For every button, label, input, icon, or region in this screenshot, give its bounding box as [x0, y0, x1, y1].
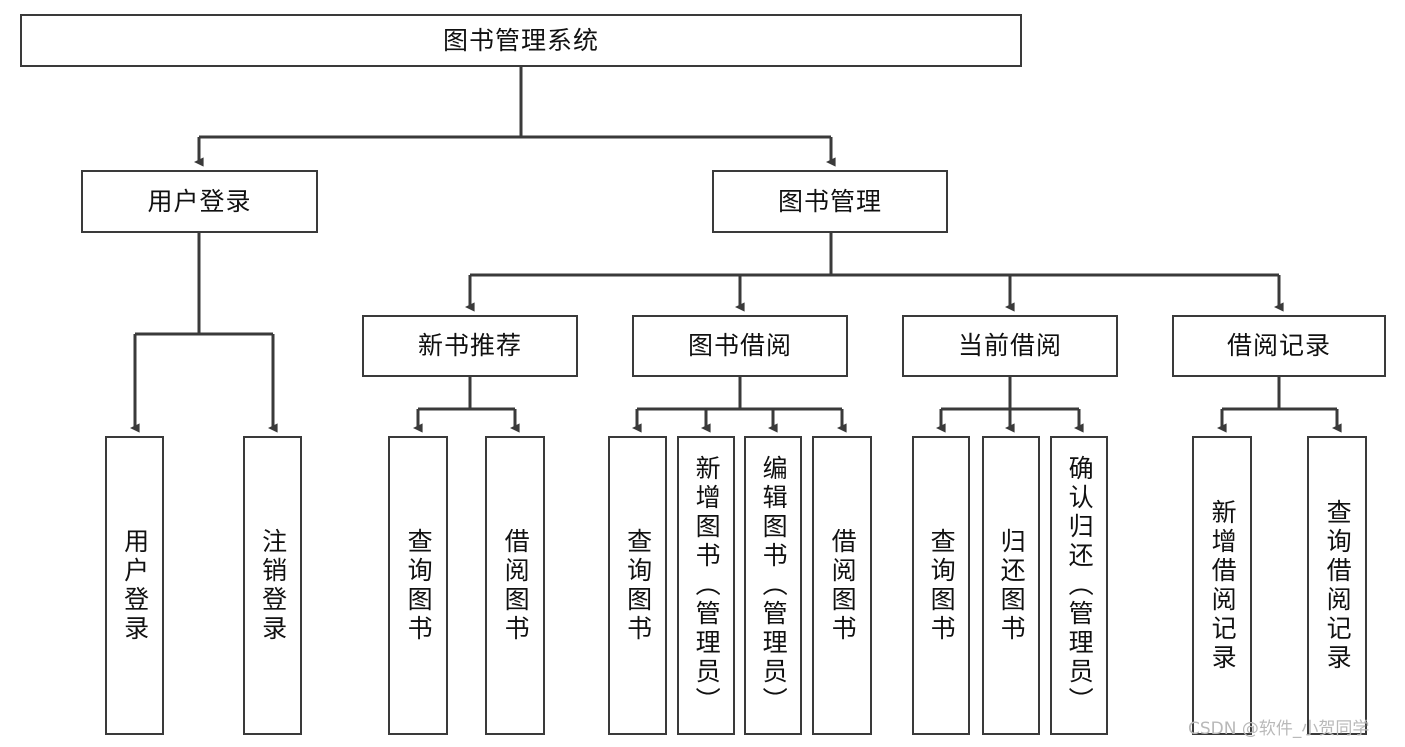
node-label: 查询借阅记录 [1323, 498, 1353, 673]
node-label: 用户登录 [147, 186, 252, 216]
node-label: 借阅图书 [501, 527, 531, 644]
leaf-record-add-record[interactable]: 新增借阅记录 [1192, 436, 1252, 735]
leaf-current-query-book[interactable]: 查询图书 [912, 436, 970, 735]
node-label: 归还图书 [997, 527, 1027, 644]
node-label: 图书借阅 [687, 331, 792, 360]
node-book-management[interactable]: 图书管理 [712, 170, 948, 233]
leaf-borrow-query-book[interactable]: 查询图书 [608, 436, 667, 735]
leaf-user-login-logout[interactable]: 注销登录 [243, 436, 302, 735]
csdn-watermark: CSDN @软件_小贺同学 [1188, 719, 1370, 739]
node-label: 查询图书 [927, 527, 957, 644]
node-label: 当前借阅 [957, 331, 1062, 360]
node-book-borrow[interactable]: 图书借阅 [632, 315, 848, 377]
leaf-current-return-book[interactable]: 归还图书 [982, 436, 1040, 735]
node-current-borrow[interactable]: 当前借阅 [902, 315, 1118, 377]
leaf-recommend-borrow-book[interactable]: 借阅图书 [485, 436, 545, 735]
leaf-recommend-query-book[interactable]: 查询图书 [388, 436, 448, 735]
node-label: 借阅图书 [828, 527, 858, 644]
node-new-book-recommend[interactable]: 新书推荐 [362, 315, 578, 377]
node-label: 注销登录 [258, 527, 288, 644]
leaf-borrow-add-book-admin[interactable]: 新增图书（管理员） [677, 436, 735, 735]
leaf-borrow-borrow-book[interactable]: 借阅图书 [812, 436, 872, 735]
node-borrow-record[interactable]: 借阅记录 [1172, 315, 1386, 377]
node-label: 图书管理 [777, 186, 882, 216]
node-user-login[interactable]: 用户登录 [81, 170, 318, 233]
node-label: 新书推荐 [417, 331, 522, 360]
node-label: 借阅记录 [1226, 331, 1331, 360]
leaf-record-query-record[interactable]: 查询借阅记录 [1307, 436, 1367, 735]
node-label: 用户登录 [120, 527, 150, 644]
node-label: 查询图书 [623, 527, 653, 644]
node-root-system[interactable]: 图书管理系统 [20, 14, 1022, 67]
node-label: 编辑图书（管理员） [759, 455, 789, 716]
leaf-user-login-login[interactable]: 用户登录 [105, 436, 164, 735]
node-label: 图书管理系统 [442, 25, 599, 55]
node-label: 确认归还（管理员） [1065, 455, 1095, 716]
node-label: 查询图书 [404, 527, 434, 644]
node-label: 新增图书（管理员） [692, 455, 722, 716]
leaf-borrow-edit-book-admin[interactable]: 编辑图书（管理员） [744, 436, 802, 735]
leaf-current-confirm-return-admin[interactable]: 确认归还（管理员） [1050, 436, 1108, 735]
node-label: 新增借阅记录 [1208, 498, 1238, 673]
